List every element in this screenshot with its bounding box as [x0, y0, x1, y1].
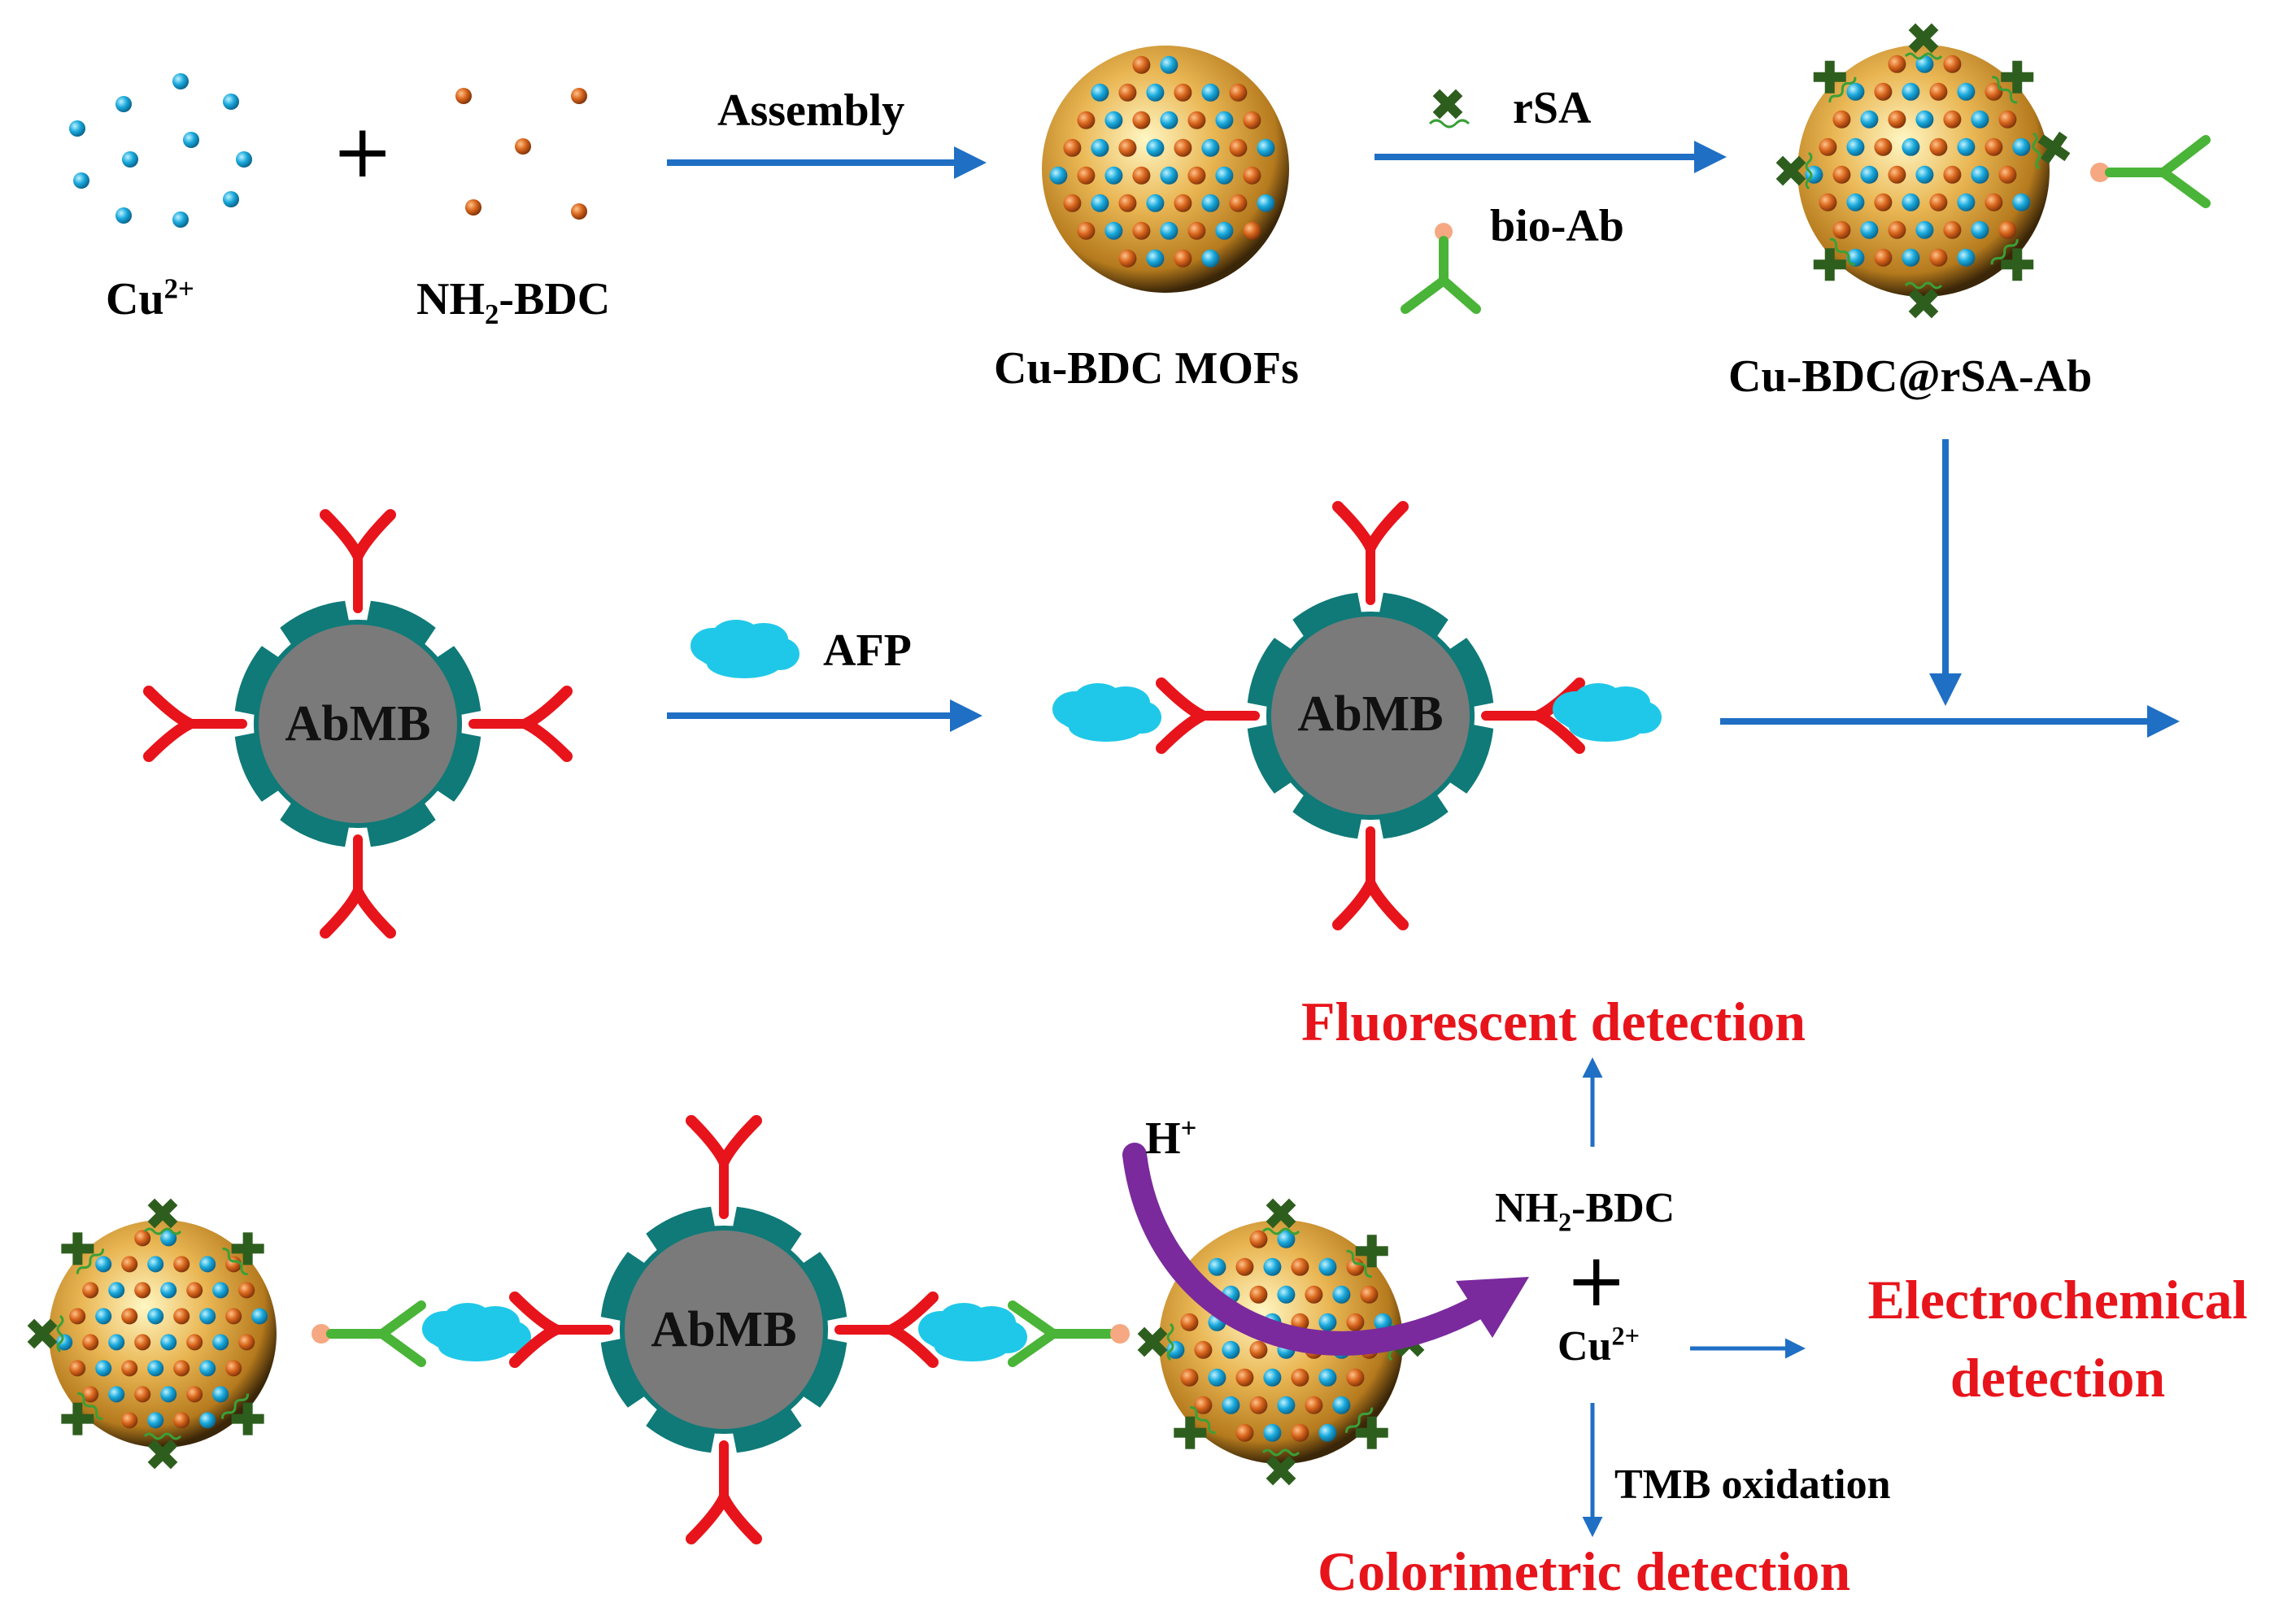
- ligand-cluster: [455, 88, 587, 220]
- sandwich-complex: [27, 1115, 1425, 1544]
- rsa-legend-marker: [1428, 89, 1470, 128]
- cu-ion-cluster: [69, 73, 252, 228]
- afp-legend: [691, 620, 799, 678]
- bio-antibody-legend: [1401, 223, 1481, 314]
- magnetic-bead-1: [143, 509, 573, 939]
- proton-dissolution-arrow: [1122, 1143, 1501, 1356]
- conjugate-particle: [1775, 23, 2211, 319]
- cu-bdc-mof-particle: [1042, 46, 1289, 293]
- magnetic-bead-2: [1052, 501, 1662, 930]
